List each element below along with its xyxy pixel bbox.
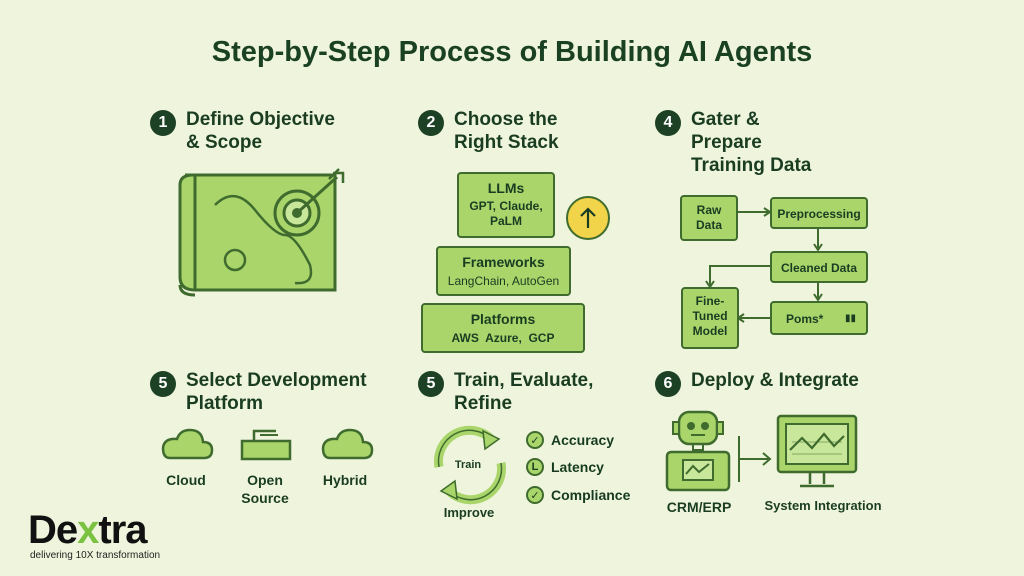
check-compliance: ✓ Compliance: [526, 486, 630, 504]
logo-part: tra: [98, 508, 147, 552]
step-number: 5: [418, 371, 444, 397]
robot-icon: [665, 410, 731, 492]
step-title: Select Development Platform: [186, 370, 367, 414]
step-2-heading: 2 Choose the Right Stack: [418, 108, 559, 154]
cycle-improve-label: Improve: [443, 505, 495, 520]
check-icon: ✓: [526, 431, 544, 449]
logo-part: De: [28, 508, 78, 552]
platform-cloud-label: Cloud: [166, 472, 206, 488]
step-title: Train, Evaluate, Refine: [454, 370, 594, 414]
poms-label: Poms*: [786, 312, 824, 326]
stack-llms: LLMs GPT, Claude, PaLM: [457, 172, 555, 238]
check-latency: L Latency: [526, 458, 604, 476]
data-flow-connectors: [705, 207, 823, 323]
stack-frameworks-label: Frameworks: [462, 254, 545, 270]
hybrid-cloud-icon: [321, 428, 374, 460]
step-1-heading: 1 Define Objective & Scope: [150, 108, 335, 154]
step-title: Choose the Right Stack: [454, 109, 559, 153]
step-title: Define Objective & Scope: [186, 109, 335, 153]
fine-tuned-model-box: Fine- Tuned Model: [681, 287, 739, 349]
deploy-crm-label: CRM/ERP: [666, 499, 732, 515]
open-source-icon: [240, 429, 292, 461]
stack-llms-sub: GPT, Claude, PaLM: [469, 199, 543, 228]
step-number: 5: [150, 371, 176, 397]
step-4-heading: 4 Gater & Prepare Training Data: [655, 108, 811, 177]
check-label: Compliance: [551, 487, 631, 503]
objective-map-icon: [178, 168, 345, 297]
stack-llms-label: LLMs: [487, 180, 525, 196]
brand-tagline: delivering 10X transformation: [30, 550, 161, 561]
logo-x: x: [77, 508, 99, 552]
stack-platforms-label: Platforms: [470, 311, 536, 327]
monitor-icon: [776, 414, 858, 488]
check-label: Accuracy: [551, 432, 615, 448]
brand-logo: Dextra: [28, 508, 148, 553]
page-title: Step-by-Step Process of Building AI Agen…: [211, 36, 813, 68]
platform-hybrid-label: Hybrid: [322, 472, 368, 488]
step-6-heading: 6 Deploy & Integrate: [655, 369, 859, 397]
poms-box: Poms* ▮▮: [770, 301, 868, 335]
check-icon: ✓: [526, 486, 544, 504]
stack-frameworks-sub: LangChain, AutoGen: [447, 274, 560, 288]
bars-icon: ▮▮: [844, 313, 856, 324]
step-number: 4: [655, 110, 681, 136]
cloud-icon: [161, 428, 214, 460]
refresh-cycle-icon: [433, 425, 507, 505]
stack-frameworks: Frameworks LangChain, AutoGen: [436, 246, 571, 296]
cycle-train-label: Train: [454, 459, 482, 471]
stack-platforms-sub: AWS Azure, GCP: [451, 331, 555, 345]
platform-open-source-label: Open Source: [241, 472, 289, 506]
step-title: Deploy & Integrate: [691, 370, 859, 391]
deploy-integration-label: System Integration: [764, 498, 882, 513]
step-title: Gater & Prepare Training Data: [691, 109, 812, 176]
preprocessing-box: Preprocessing: [770, 197, 868, 229]
step-number: 1: [150, 110, 176, 136]
step-5b-heading: 5 Train, Evaluate, Refine: [418, 369, 593, 415]
cleaned-data-box: Cleaned Data: [770, 251, 868, 283]
check-accuracy: ✓ Accuracy: [526, 431, 614, 449]
check-label: Latency: [551, 459, 604, 475]
clock-icon: L: [526, 458, 544, 476]
step-number: 6: [655, 371, 681, 397]
step-5-heading: 5 Select Development Platform: [150, 369, 367, 415]
raw-data-box: Raw Data: [680, 195, 738, 241]
stack-platforms: Platforms AWS Azure, GCP: [421, 303, 585, 353]
integration-arrow: [738, 436, 772, 482]
step-number: 2: [418, 110, 444, 136]
arrow-up-icon: [566, 196, 610, 240]
